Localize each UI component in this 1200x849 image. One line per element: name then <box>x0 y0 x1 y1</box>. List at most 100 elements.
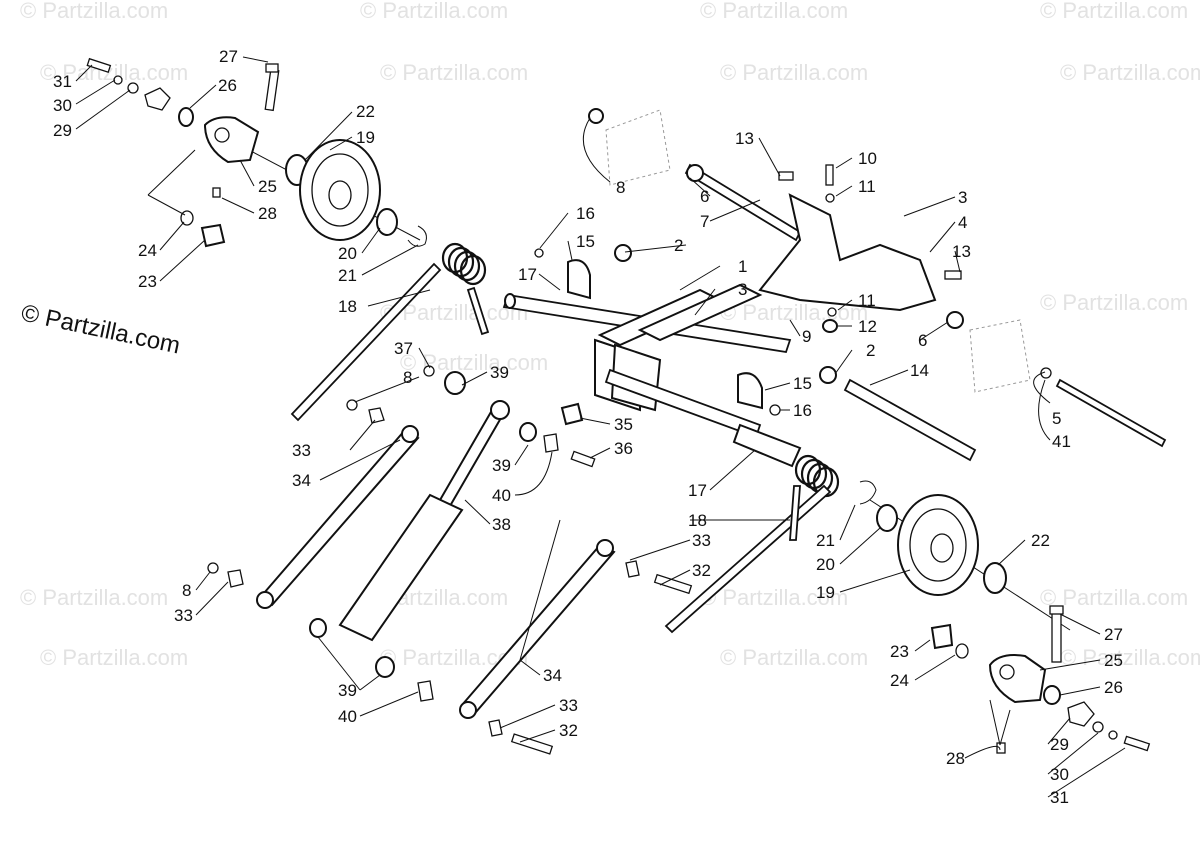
callout-label: 33 <box>692 531 711 550</box>
axle-end <box>504 293 516 309</box>
callout-label: 11 <box>858 177 876 196</box>
callout-label: 14 <box>910 361 929 380</box>
bolt-part <box>1123 735 1151 752</box>
upper-right-bracket <box>588 108 1167 448</box>
callout-label: 41 <box>1052 432 1071 451</box>
callout-label: 34 <box>543 666 562 685</box>
spacer-part <box>417 680 434 702</box>
callout-label: 32 <box>559 721 578 740</box>
rail-outline <box>605 109 671 186</box>
bearing-part <box>376 208 398 236</box>
callout-label: 9 <box>802 327 811 346</box>
callout-label: 22 <box>356 102 375 121</box>
spacer-part <box>200 223 226 248</box>
callout-labels: 27 31 26 30 29 22 19 25 28 24 23 20 21 1… <box>53 47 1123 807</box>
spring-arm-part <box>664 484 832 634</box>
rail-outline <box>969 319 1031 393</box>
shock-and-arms <box>207 365 693 755</box>
bushing-part <box>1043 685 1061 705</box>
pivot-eye <box>401 425 419 443</box>
callout-label: 8 <box>182 581 191 600</box>
callout-label: 7 <box>700 212 709 231</box>
shock-bracket-part <box>758 193 937 312</box>
nut-part <box>1067 701 1095 727</box>
nut-part <box>207 562 219 574</box>
watermark: © Partzilla.com <box>700 585 848 610</box>
callout-label: 30 <box>53 96 72 115</box>
upper-left-wheel-assembly <box>86 57 427 248</box>
callout-label: 23 <box>138 272 157 291</box>
bushing-part <box>519 422 537 442</box>
callout-label: 6 <box>918 331 927 350</box>
axle-bracket-part <box>988 654 1047 704</box>
spring-arm-part <box>789 485 801 541</box>
spacer-part <box>686 164 704 182</box>
shock-body-part <box>338 493 464 642</box>
watermark: © Partzilla.com <box>380 60 528 85</box>
right-torsion-spring <box>664 454 840 634</box>
callout-label: 22 <box>1031 531 1050 550</box>
bushing-part <box>488 719 503 737</box>
bushing-part <box>368 407 385 424</box>
spacer-part <box>614 244 632 262</box>
callout-label: 26 <box>1104 678 1123 697</box>
watermark: © Partzilla.com <box>700 0 848 23</box>
watermark: © Partzilla.com <box>1040 585 1188 610</box>
callout-label: 12 <box>858 317 877 336</box>
spacer-part <box>819 366 837 384</box>
callout-label: 30 <box>1050 765 1069 784</box>
bearing-part <box>876 504 898 532</box>
callout-label: 16 <box>793 401 812 420</box>
leader-lines <box>75 56 1126 798</box>
left-torsion-spring <box>290 242 490 422</box>
watermark: © Partzilla.com <box>1060 645 1200 670</box>
callout-label: 40 <box>492 486 511 505</box>
watermark: © Partzilla.com <box>20 0 168 23</box>
washer-part <box>827 307 837 317</box>
callout-label: 20 <box>338 244 357 263</box>
bolt-part <box>570 450 596 468</box>
brand-label: © Partzilla.com <box>19 299 183 359</box>
callout-label: 5 <box>1052 409 1061 428</box>
callout-label: 33 <box>559 696 578 715</box>
nut-part <box>346 399 358 411</box>
bushing-part <box>375 656 395 678</box>
watermark: © Partzilla.com <box>1060 60 1200 85</box>
washer-part <box>825 193 835 203</box>
bolt-part <box>944 270 962 280</box>
callout-label: 36 <box>614 439 633 458</box>
bushing-part <box>444 371 466 395</box>
callout-label: 39 <box>492 456 511 475</box>
callout-label: 33 <box>174 606 193 625</box>
center-frame-assembly <box>502 244 977 468</box>
watermark: © Partzilla.com <box>720 645 868 670</box>
callout-label: 29 <box>53 121 72 140</box>
callout-label: 24 <box>138 241 157 260</box>
callout-label: 8 <box>616 178 625 197</box>
callout-label: 29 <box>1050 735 1069 754</box>
callout-label: 19 <box>816 583 835 602</box>
callout-label: 2 <box>674 236 683 255</box>
callout-label: 21 <box>816 531 835 550</box>
callout-label: 31 <box>53 72 72 91</box>
callout-label: 28 <box>258 204 277 223</box>
spring-coil <box>453 250 481 282</box>
washer-part <box>1108 730 1118 740</box>
washer-part <box>1092 721 1104 733</box>
callout-label: 25 <box>1104 651 1123 670</box>
callout-label: 2 <box>866 341 875 360</box>
bolt-part <box>653 573 693 595</box>
nut-part <box>144 87 171 111</box>
callout-label: 15 <box>793 374 812 393</box>
callout-label: 8 <box>403 368 412 387</box>
callout-label: 33 <box>292 441 311 460</box>
bearing-part <box>983 562 1007 594</box>
washer-part <box>113 75 123 85</box>
bolt-part <box>86 57 112 74</box>
callout-label: 23 <box>890 642 909 661</box>
callout-label: 19 <box>356 128 375 147</box>
nut-part <box>822 319 838 333</box>
callout-label: 27 <box>1104 625 1123 644</box>
set-screw-part <box>212 187 221 198</box>
